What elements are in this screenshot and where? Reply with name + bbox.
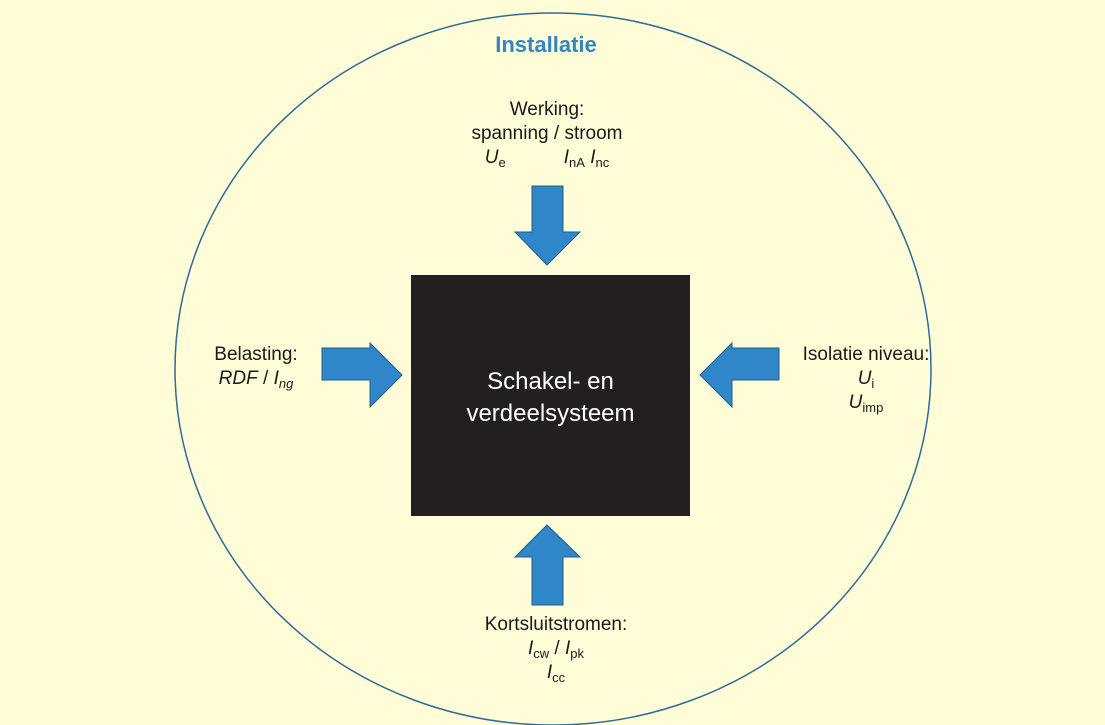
arrow-top (513, 185, 582, 266)
arrow-right (699, 341, 780, 409)
system-box (411, 275, 690, 516)
symbol-icc-line: Icc (485, 661, 628, 685)
separator: / (549, 638, 565, 659)
label-operation: Werking: spanning / stroom Ue InA Inc (471, 98, 622, 170)
symbol-icc: I (546, 662, 553, 683)
system-box-label: Schakel- en verdeelsysteem (411, 366, 690, 430)
symbol-uimp: U (848, 392, 863, 413)
symbol-ina-sub: nA (569, 155, 585, 170)
symbol-ui: U (857, 368, 872, 389)
symbol-ing-sub: ng (278, 376, 294, 391)
label-load: Belasting: RDF / Ing (214, 343, 297, 391)
diagram-title: Installatie (495, 32, 597, 57)
symbol-ui-sub: i (871, 376, 875, 391)
short-circuit-heading: Kortsluitstromen: (484, 614, 628, 635)
symbol-icw: I (527, 638, 534, 659)
operation-subheading: spanning / stroom (471, 123, 623, 144)
symbol-ue-sub: e (498, 155, 506, 170)
symbol-uimp-sub: imp (862, 400, 884, 415)
symbol-ue: U (484, 147, 499, 168)
operation-heading: Werking: (509, 99, 585, 120)
symbol-ui-line: Ui (803, 367, 930, 391)
arrow-left (321, 341, 403, 409)
operation-symbols: Ue InA Inc (471, 146, 622, 170)
symbol-inc: I (590, 147, 596, 168)
symbol-uimp-line: Uimp (803, 391, 930, 415)
symbol-ipk: I (564, 638, 571, 659)
system-label-line1: Schakel- en (487, 368, 614, 395)
symbol-rdf: RDF (218, 368, 258, 389)
symbol-ina: I (563, 147, 570, 168)
installation-ellipse (174, 12, 932, 725)
short-circuit-symbols: Icw / Ipk (485, 637, 628, 661)
symbol-icw-sub: cw (533, 646, 550, 661)
arrow-bottom (513, 524, 582, 606)
label-insulation: Isolatie niveau: Ui Uimp (803, 343, 930, 415)
load-symbols: RDF / Ing (214, 367, 297, 391)
load-heading: Belasting: (214, 344, 298, 365)
symbol-inc-sub: nc (595, 155, 610, 170)
separator: / (257, 368, 274, 389)
system-label-line2: verdeelsysteem (466, 400, 635, 427)
symbol-icc-sub: cc (552, 670, 566, 685)
symbol-ipk-sub: pk (570, 646, 585, 661)
label-short-circuit: Kortsluitstromen: Icw / Ipk Icc (485, 613, 628, 685)
insulation-heading: Isolatie niveau: (802, 344, 930, 365)
symbol-ing: I (273, 368, 279, 389)
